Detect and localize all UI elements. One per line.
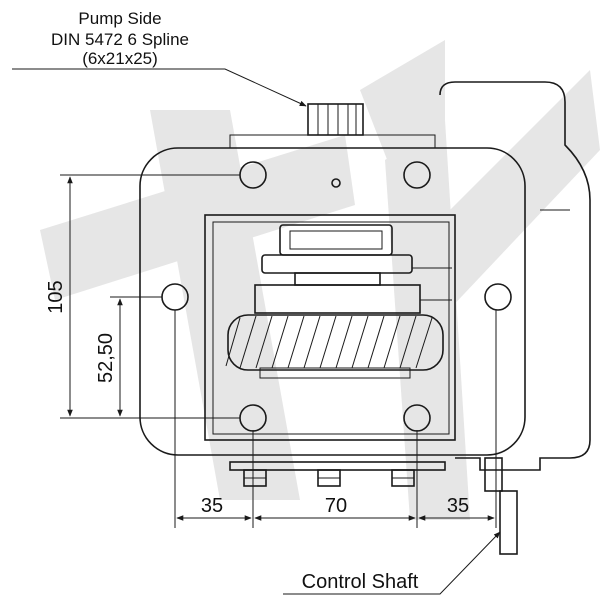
- watermark-logo: [40, 40, 600, 520]
- helical-gear: [225, 314, 444, 379]
- hole-mid-right: [484, 283, 512, 311]
- right-housing: [439, 81, 591, 471]
- dimension-label-70: 70: [325, 495, 347, 517]
- bolt-middle: [317, 469, 341, 487]
- pump-side-callout: Pump Side DIN 5472 6 Spline (6x21x25): [12, 9, 307, 107]
- dimension-bottom: 35 70 35: [176, 495, 495, 521]
- pump-side-spline-size: (6x21x25): [82, 49, 158, 68]
- dimension-vertical-105: 105: [45, 176, 73, 417]
- control-shaft-label: Control Shaft: [302, 571, 419, 593]
- dimension-label-35-left: 35: [201, 495, 223, 517]
- gear-teeth: [225, 315, 433, 369]
- upper-gear-assembly: [254, 224, 452, 314]
- gear-window: [204, 214, 456, 441]
- bolt-left: [243, 469, 267, 487]
- centerlines: [60, 174, 497, 528]
- dimension-vertical-52-50: 52,50: [95, 298, 123, 417]
- pump-side-title: Pump Side: [78, 9, 161, 28]
- pump-side-spline-spec: DIN 5472 6 Spline: [51, 30, 189, 49]
- hole-top-right: [403, 161, 431, 189]
- bottom-mounting-rail: [229, 461, 446, 487]
- bolt-right: [391, 469, 415, 487]
- dimension-label-52-50: 52,50: [95, 333, 117, 383]
- control-shaft-callout: Control Shaft: [283, 531, 501, 595]
- control-shaft: [484, 457, 518, 555]
- hole-top-center: [331, 178, 341, 188]
- dimension-label-35-right: 35: [447, 495, 469, 517]
- dimension-label-105: 105: [45, 280, 67, 313]
- pump-side-spline-shaft: [307, 103, 364, 136]
